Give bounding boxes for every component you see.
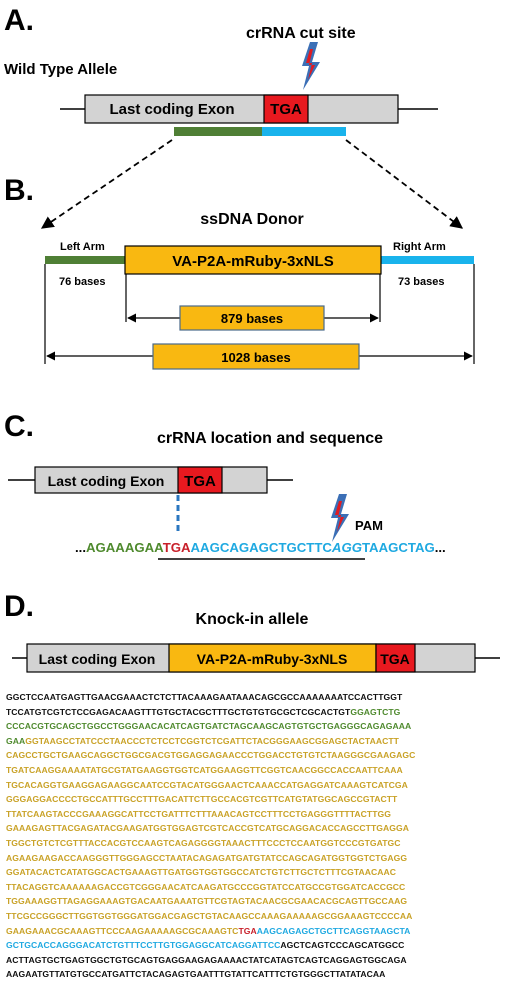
crrna-sequence: ...AGAAAGAATGAAAGCAGAGCTGCTTCAGGTAAGCTAG… (75, 540, 446, 555)
panel-c: C. crRNA location and sequence Last codi… (4, 410, 446, 560)
c-exon-box (34, 466, 268, 494)
sequence-segment: TTACAGGTCAAAAAAGACCGTCGGGAACATCAAGATGCCC… (6, 881, 406, 892)
ki-tga-label: TGA (380, 651, 410, 667)
sequence-segment: GGCTCCAATGAGTTGAACGAAACTCTCTTACAAAGAATAA… (6, 692, 403, 702)
sequence-line: TGGCTGTCTCGTTTACCACGTCCAAGTCAGAGGGGTAAAC… (6, 836, 506, 851)
knock-in-sequence-block: GGCTCCAATGAGTTGAACGAAACTCTCTTACAAAGAATAA… (6, 690, 506, 982)
cut-site-bolt-icon (302, 42, 320, 90)
panel-d: D. Knock-in allele Last coding Exon VA-P… (4, 590, 500, 673)
inner-length-label: 879 bases (221, 311, 283, 326)
sequence-segment: GAA (6, 735, 26, 746)
wt-left-arm-bar (174, 127, 262, 136)
sequence-line: TTATCAAGTACCCGAAAGGCATTCCTGATTTCTTTAAACA… (6, 807, 506, 822)
ki-insert-box (168, 643, 377, 673)
ki-exon-label: Last coding Exon (39, 651, 156, 667)
sequence-line: GAAAGAGTTACGAGATACGAAGATGGTGGAGTCGTCACCG… (6, 821, 506, 836)
sequence-line: AGAAGAAGACCAAGGGTTGGGAGCCTAATACAGAGATGAT… (6, 851, 506, 866)
c-cut-site-bolt-icon (331, 494, 349, 542)
c-tga-label: TGA (184, 473, 216, 490)
sequence-segment: AGCTCAGTCCCAGCATGGCC (280, 940, 405, 951)
panel-d-letter: D. (4, 590, 34, 623)
ssdna-donor-title: ssDNA Donor (200, 211, 303, 228)
ki-insert-label: VA-P2A-mRuby-3xNLS (197, 651, 348, 667)
sequence-line: CCCACGTGCAGCTGGCCTGGGAACACATCAGTGATCTAGC… (6, 719, 506, 734)
c-tga-box (177, 466, 223, 494)
c-exon-label: Last coding Exon (48, 473, 165, 489)
sequence-line: GGGAGGACCCCTGCCATTTGCCTTTGACATTCTTGCCACG… (6, 792, 506, 807)
outer-length-box (152, 343, 360, 370)
sequence-segment: TTATCAAGTACCCGAAAGGCATTCCTGATTTCTTTAAACA… (6, 808, 391, 819)
sequence-segment: TGA (238, 925, 257, 936)
wt-tga-label: TGA (270, 101, 302, 118)
knock-in-allele-title: Knock-in allele (196, 611, 309, 628)
sequence-line: TGCACAGGTGAAGGAGAAGGCAATCCGTACATGGGAACTC… (6, 778, 506, 793)
donor-insert-label: VA-P2A-mRuby-3xNLS (172, 253, 333, 270)
ki-tga-box (375, 643, 416, 673)
sequence-line: GAAGAAACGCAAAGTTCCCAAGAAAAAGCGCAAAGTCTGA… (6, 924, 506, 939)
donor-right-arm-bar (381, 256, 474, 264)
sequence-line: TGGAAAGGTTAGAGGAAAGTGACAATGAAATGTTCGTAGT… (6, 894, 506, 909)
sequence-segment: CCCACGTGCAGCTGGCCTGGGAACACATCAGTGATCTAGC… (6, 721, 412, 732)
sequence-segment: AAGAATGTTATGTGCCATGATTCTACAGAGTGAATTTGTA… (6, 969, 386, 980)
sequence-line: TTCGCCGGGCTTGGTGGTGGGATGGACGAGCTGTACAAGC… (6, 909, 506, 924)
figure-diagram: A. crRNA cut site Wild Type Allele Last … (4, 4, 500, 673)
sequence-line: TCCATGTCGTCTCCGAGACAAGTTTGTGCTACGCTTTGCT… (6, 705, 506, 720)
crrna-location-title: crRNA location and sequence (157, 430, 383, 447)
sequence-line: ACTTAGTGCTGAGTGGCTGTGCAGTGAGGAAGAGAAAACT… (6, 953, 506, 968)
sequence-segment: AGAAGAAGACCAAGGGTTGGGAGCCTAATACAGAGATGAT… (6, 852, 408, 863)
sequence-segment: GAAGAAACGCAAAGTTCCCAAGAAAAAGCGCAAAGTC (6, 925, 239, 936)
sequence-segment: TGGCTGTCTCGTTTACCACGTCCAAGTCAGAGGGGTAAAC… (6, 837, 401, 848)
sequence-line: GGCTCCAATGAGTTGAACGAAACTCTCTTACAAAGAATAA… (6, 690, 506, 705)
sequence-line: AAGAATGTTATGTGCCATGATTCTACAGAGTGAATTTGTA… (6, 967, 506, 982)
sequence-segment: CAGCCTGCTGAAGCAGGCTGGCGACGTGGAGGAGAACCCT… (6, 750, 416, 761)
sequence-segment: GGATACACTCATATGGCACTGAAAGTTGATGGTGGTGGCC… (6, 867, 397, 878)
donor-left-arm-bar (45, 256, 126, 264)
sequence-segment: TCCATGTCGTCTCCGAGACAAGTTTGTGCTACGCTTTGCT… (6, 706, 351, 717)
crrna-cut-site-label: crRNA cut site (246, 25, 356, 42)
sequence-segment: AAGCAGAGCTGCTTCAGGTAAGCTA (256, 925, 411, 936)
sequence-segment: ACTTAGTGCTGAGTGGCTGTGCAGTGAGGAAGAGAAAACT… (6, 954, 407, 965)
sequence-line: GCTGCACCAGGGACATCTGTTTCCTTGTGGAGGCATCAGG… (6, 938, 506, 953)
wt-tga-box (263, 94, 309, 124)
left-dashed-arrow (40, 139, 173, 229)
wild-type-allele-label: Wild Type Allele (4, 61, 117, 78)
right-arm-label: Right Arm (393, 241, 446, 253)
inner-length-box (179, 305, 325, 331)
wt-right-arm-bar (262, 127, 346, 136)
sequence-segment: GCTGCACCAGGGACATCTGTTTCCTTGTGGAGGCATCAGG… (6, 940, 281, 951)
right-bases-label: 73 bases (398, 276, 444, 288)
outer-length-label: 1028 bases (221, 350, 290, 365)
sequence-line: TTACAGGTCAAAAAAGACCGTCGGGAACATCAAGATGCCC… (6, 880, 506, 895)
sequence-segment: GGAGTCTG (350, 706, 401, 717)
left-bases-label: 76 bases (59, 276, 105, 288)
wt-exon-label: Last coding Exon (109, 101, 234, 118)
sequence-segment: GGTAAGCCTATCCCTAACCCTCTCCTCGGTCTCGATTCTA… (25, 735, 399, 746)
sequence-segment: TGCACAGGTGAAGGAGAAGGCAATCCGTACATGGGAACTC… (6, 779, 408, 790)
panel-a: A. crRNA cut site Wild Type Allele Last … (4, 4, 464, 229)
wt-exon-box (84, 94, 399, 124)
panel-c-letter: C. (4, 410, 34, 443)
panel-b: B. ssDNA Donor Left Arm Right Arm VA-P2A… (4, 174, 475, 370)
sequence-segment: TTCGCCGGGCTTGGTGGTGGGATGGACGAGCTGTACAAGC… (6, 910, 413, 921)
sequence-line: CAGCCTGCTGAAGCAGGCTGGCGACGTGGAGGAGAACCCT… (6, 748, 506, 763)
sequence-line: GGATACACTCATATGGCACTGAAAGTTGATGGTGGTGGCC… (6, 865, 506, 880)
sequence-segment: TGGAAAGGTTAGAGGAAAGTGACAATGAAATGTTCGTAGT… (6, 896, 408, 907)
panel-b-letter: B. (4, 174, 34, 207)
left-arm-label: Left Arm (60, 241, 105, 253)
sequence-segment: GAAAGAGTTACGAGATACGAAGATGGTGGAGTCGTCACCG… (6, 823, 409, 834)
right-dashed-arrow (345, 139, 464, 229)
pam-label: PAM (355, 518, 383, 533)
panel-a-letter: A. (4, 4, 34, 37)
sequence-segment: TGATCAAGGAAAATATGCGTATGAAGGTGGTCATGGAAGG… (6, 764, 403, 775)
donor-insert-box (124, 245, 382, 275)
sequence-line: TGATCAAGGAAAATATGCGTATGAAGGTGGTCATGGAAGG… (6, 763, 506, 778)
sequence-segment: GGGAGGACCCCTGCCATTTGCCTTTGACATTCTTGCCACG… (6, 794, 398, 805)
sequence-line: GAAGGTAAGCCTATCCCTAACCCTCTCCTCGGTCTCGATT… (6, 734, 506, 749)
